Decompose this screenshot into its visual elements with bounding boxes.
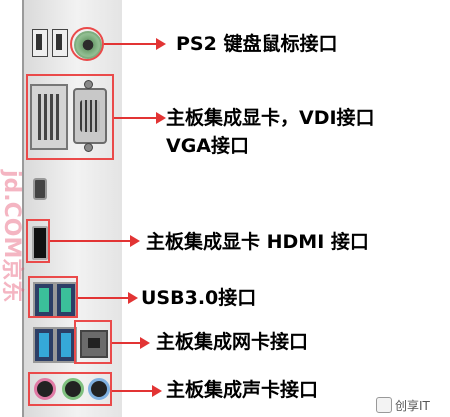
rj45-port [80,330,108,358]
vga-screw-top [84,80,93,89]
usb3-highlight-box [28,276,78,318]
label-hdmi: 主板集成显卡 HDMI 接口 [146,231,369,253]
label-usb3: USB3.0接口 [141,287,257,309]
hdmi-highlight-box [26,219,50,263]
label-video-line2: VGA接口 [166,135,250,157]
label-video-line1: 主板集成显卡，VDI接口 [166,107,375,129]
panel-edge [22,0,24,417]
rj45-highlight-box [74,320,112,364]
usb2-port-1 [32,29,48,57]
label-network: 主板集成网卡接口 [156,331,309,353]
audio-jack-blue [88,378,110,400]
label-audio: 主板集成声卡接口 [166,379,319,401]
small-connector [33,178,47,200]
audio-jack-green [62,378,84,400]
ps2-highlight-circle [70,27,104,61]
audio-jack-pink [34,378,56,400]
vga-screw-bottom [84,143,93,152]
audio-highlight-box [28,372,112,406]
arrow-ps2 [104,38,166,50]
arrow-audio [112,385,162,397]
usb3-port-4 [55,327,77,363]
hdmi-port [32,226,48,260]
arrow-usb3 [78,292,138,304]
usb2-port-2 [52,29,68,57]
usb3-port-3 [33,327,55,363]
credit-text: 创享IT [395,399,430,413]
video-ports-highlight-box [26,74,114,160]
dvi-port [30,84,68,150]
wechat-icon [376,397,392,413]
arrow-video [114,112,166,124]
label-ps2: PS2 键盘鼠标接口 [176,33,338,55]
arrow-network [112,337,150,349]
arrow-hdmi [50,235,140,247]
